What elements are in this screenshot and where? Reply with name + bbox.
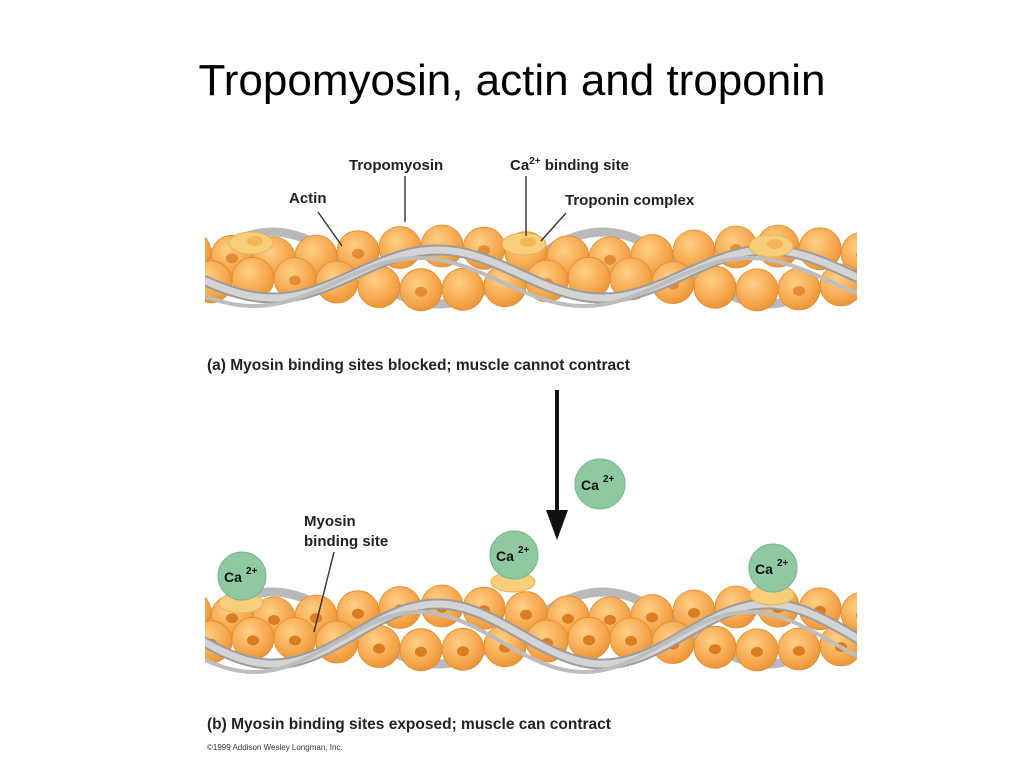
- actin-monomer: [840, 592, 857, 635]
- label-myosin-binding-site-1: Myosin: [304, 513, 356, 530]
- myosin-binding-site: [688, 608, 700, 618]
- label-troponin-complex: Troponin complex: [565, 192, 695, 209]
- myosin-binding-site: [604, 614, 616, 625]
- ca-binding-site: [767, 239, 783, 249]
- label-ca-binding-site: Ca2+ binding site: [510, 156, 629, 174]
- tropomyosin-strand-twist: [205, 609, 857, 675]
- svg-text:Ca: Ca: [224, 569, 242, 585]
- actin-monomer: [441, 267, 485, 311]
- myosin-binding-site: [226, 613, 238, 624]
- myosin-binding-site: [583, 635, 595, 646]
- leader-myosin-binding-site: [313, 551, 335, 633]
- actin-monomer: [735, 268, 779, 312]
- copyright-notice: ©1999 Addison Wesley Longman, Inc.: [207, 743, 343, 752]
- myosin-binding-site: [604, 254, 616, 265]
- svg-text:Ca: Ca: [496, 548, 514, 564]
- actin-monomer: [862, 260, 904, 302]
- bound-calcium-ion-1: Ca 2+: [217, 551, 267, 614]
- leader-actin: [317, 211, 343, 247]
- myosin-binding-site: [562, 613, 574, 624]
- myosin-binding-site: [289, 635, 301, 646]
- actin-monomer: [862, 620, 904, 662]
- slide-title: Tropomyosin, actin and troponin: [198, 56, 826, 105]
- bound-calcium-ion-3: Ca 2+: [748, 543, 798, 606]
- myosin-binding-site: [793, 646, 805, 656]
- ca-binding-site: [247, 236, 263, 246]
- actin-monomer: [205, 236, 212, 268]
- myosin-binding-site: [646, 612, 658, 623]
- actin-monomer: [840, 232, 857, 275]
- myosin-binding-site: [856, 252, 857, 259]
- label-tropomyosin: Tropomyosin: [349, 157, 443, 174]
- tropomyosin-strand-twist: [205, 256, 857, 309]
- myosin-binding-site: [793, 286, 805, 296]
- myosin-binding-site: [289, 275, 301, 286]
- myosin-binding-site: [520, 609, 532, 620]
- myosin-binding-site: [310, 613, 322, 624]
- actin-monomer: [205, 596, 212, 628]
- myosin-binding-site: [268, 615, 280, 625]
- myosin-binding-site: [352, 248, 364, 259]
- myosin-binding-site: [415, 646, 427, 657]
- myosin-binding-site: [877, 638, 889, 648]
- panel-b-labels: Myosin binding site: [304, 513, 388, 633]
- transition-arrow: [546, 390, 568, 540]
- myosin-binding-site: [457, 646, 469, 657]
- label-actin: Actin: [289, 190, 327, 207]
- bound-calcium-ion-2: Ca 2+: [489, 530, 539, 593]
- actin-filament-blocked: [205, 224, 904, 312]
- free-calcium-ion: Ca 2+: [574, 458, 626, 510]
- leader-troponin-complex: [540, 212, 567, 242]
- myosin-binding-site: [856, 612, 857, 619]
- myosin-binding-site: [247, 635, 259, 646]
- myosin-binding-site: [373, 643, 385, 654]
- svg-text:2+: 2+: [246, 566, 258, 577]
- svg-text:Ca: Ca: [581, 477, 599, 493]
- myosin-binding-site: [226, 253, 238, 264]
- ca-binding-site: [520, 237, 536, 247]
- myosin-binding-site: [352, 608, 364, 619]
- caption-a: (a) Myosin binding sites blocked; muscle…: [207, 357, 630, 374]
- actin-filament-exposed: [184, 584, 904, 675]
- svg-text:Ca: Ca: [755, 561, 773, 577]
- svg-text:2+: 2+: [518, 545, 530, 556]
- caption-b: (b) Myosin binding sites exposed; muscle…: [207, 716, 611, 733]
- myosin-binding-site: [709, 644, 721, 655]
- svg-text:2+: 2+: [603, 474, 615, 485]
- myosin-binding-site: [184, 609, 196, 619]
- myosin-binding-site: [751, 646, 763, 657]
- myosin-binding-site: [625, 635, 637, 646]
- svg-text:2+: 2+: [777, 558, 789, 569]
- myosin-binding-site: [415, 286, 427, 297]
- panel-a-labels: Tropomyosin Actin Ca2+ binding site Trop…: [289, 156, 695, 247]
- label-myosin-binding-site-2: binding site: [304, 533, 388, 550]
